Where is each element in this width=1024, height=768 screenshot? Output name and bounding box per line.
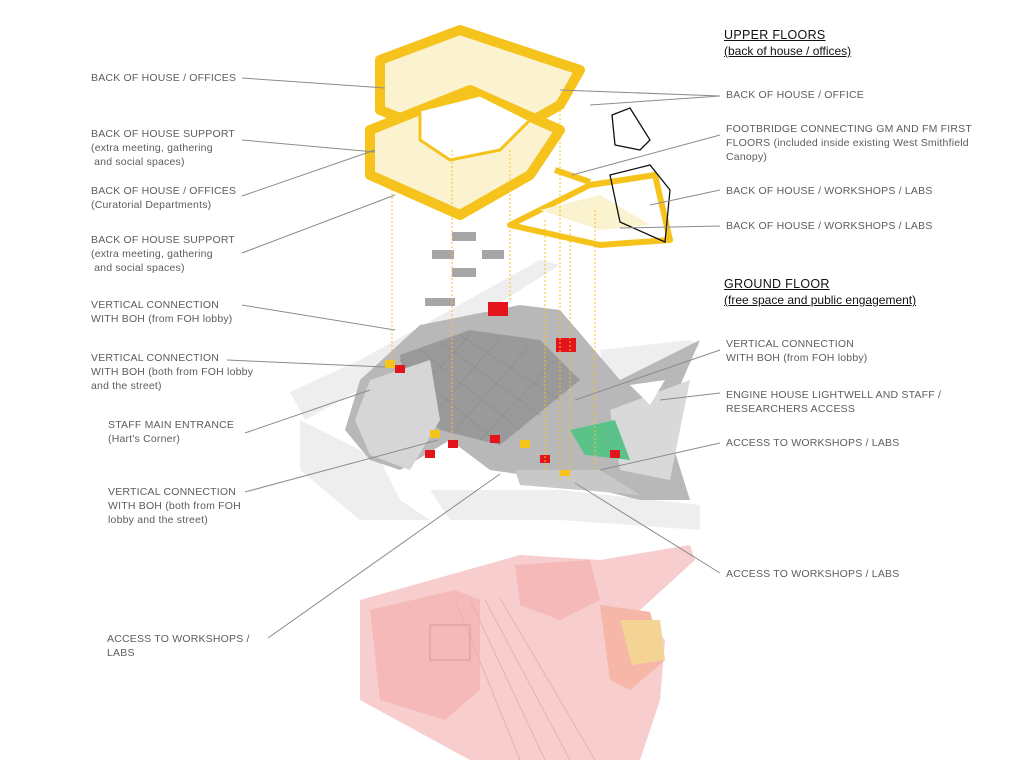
ground-floor-plan <box>290 260 700 530</box>
ground-floor-title: GROUND FLOOR <box>724 277 830 291</box>
label-boh-support-2: BACK OF HOUSE SUPPORT (extra meeting, ga… <box>91 234 236 274</box>
label-boh-offices: BACK OF HOUSE / OFFICES <box>91 72 237 84</box>
label-vertical-both-2: VERTICAL CONNECTION WITH BOH (both from … <box>108 486 241 526</box>
label-vertical-foh-right: VERTICAL CONNECTION WITH BOH (from FOH l… <box>726 338 868 364</box>
basement-plan <box>360 545 695 761</box>
label-boh-office: BACK OF HOUSE / OFFICE <box>726 89 864 101</box>
label-access-workshops-1: ACCESS TO WORKSHOPS / LABS <box>726 437 900 449</box>
label-boh-support-1: BACK OF HOUSE SUPPORT (extra meeting, ga… <box>91 128 236 168</box>
label-engine-house: ENGINE HOUSE LIGHTWELL AND STAFF / RESEA… <box>726 389 942 415</box>
upper-floors-plan <box>365 25 673 306</box>
ground-floor-heading: GROUND FLOOR (free space and public enga… <box>724 276 916 308</box>
label-footbridge: FOOTBRIDGE CONNECTING GM AND FM FIRST FL… <box>726 123 972 163</box>
vertical-cores <box>395 302 620 463</box>
label-access-workshops-left: ACCESS TO WORKSHOPS / LABS <box>107 633 250 659</box>
label-boh-offices-curatorial: BACK OF HOUSE / OFFICES (Curatorial Depa… <box>91 185 237 211</box>
label-access-workshops-2: ACCESS TO WORKSHOPS / LABS <box>726 568 900 580</box>
ground-floor-subtitle: (free space and public engagement) <box>724 293 917 307</box>
label-boh-workshops-2: BACK OF HOUSE / WORKSHOPS / LABS <box>726 220 933 232</box>
leader-lines <box>226 77 721 639</box>
upper-floors-title: UPPER FLOORS <box>724 28 826 42</box>
label-vertical-foh: VERTICAL CONNECTION WITH BOH (from FOH l… <box>91 299 233 325</box>
upper-floors-heading: UPPER FLOORS (back of house / offices) <box>724 27 851 59</box>
upper-floors-subtitle: (back of house / offices) <box>724 44 852 58</box>
label-vertical-both-1: VERTICAL CONNECTION WITH BOH (both from … <box>91 352 254 392</box>
label-staff-entrance: STAFF MAIN ENTRANCE (Hart's Corner) <box>108 419 235 445</box>
vertical-guides <box>391 110 596 480</box>
label-boh-workshops-1: BACK OF HOUSE / WORKSHOPS / LABS <box>726 185 933 197</box>
